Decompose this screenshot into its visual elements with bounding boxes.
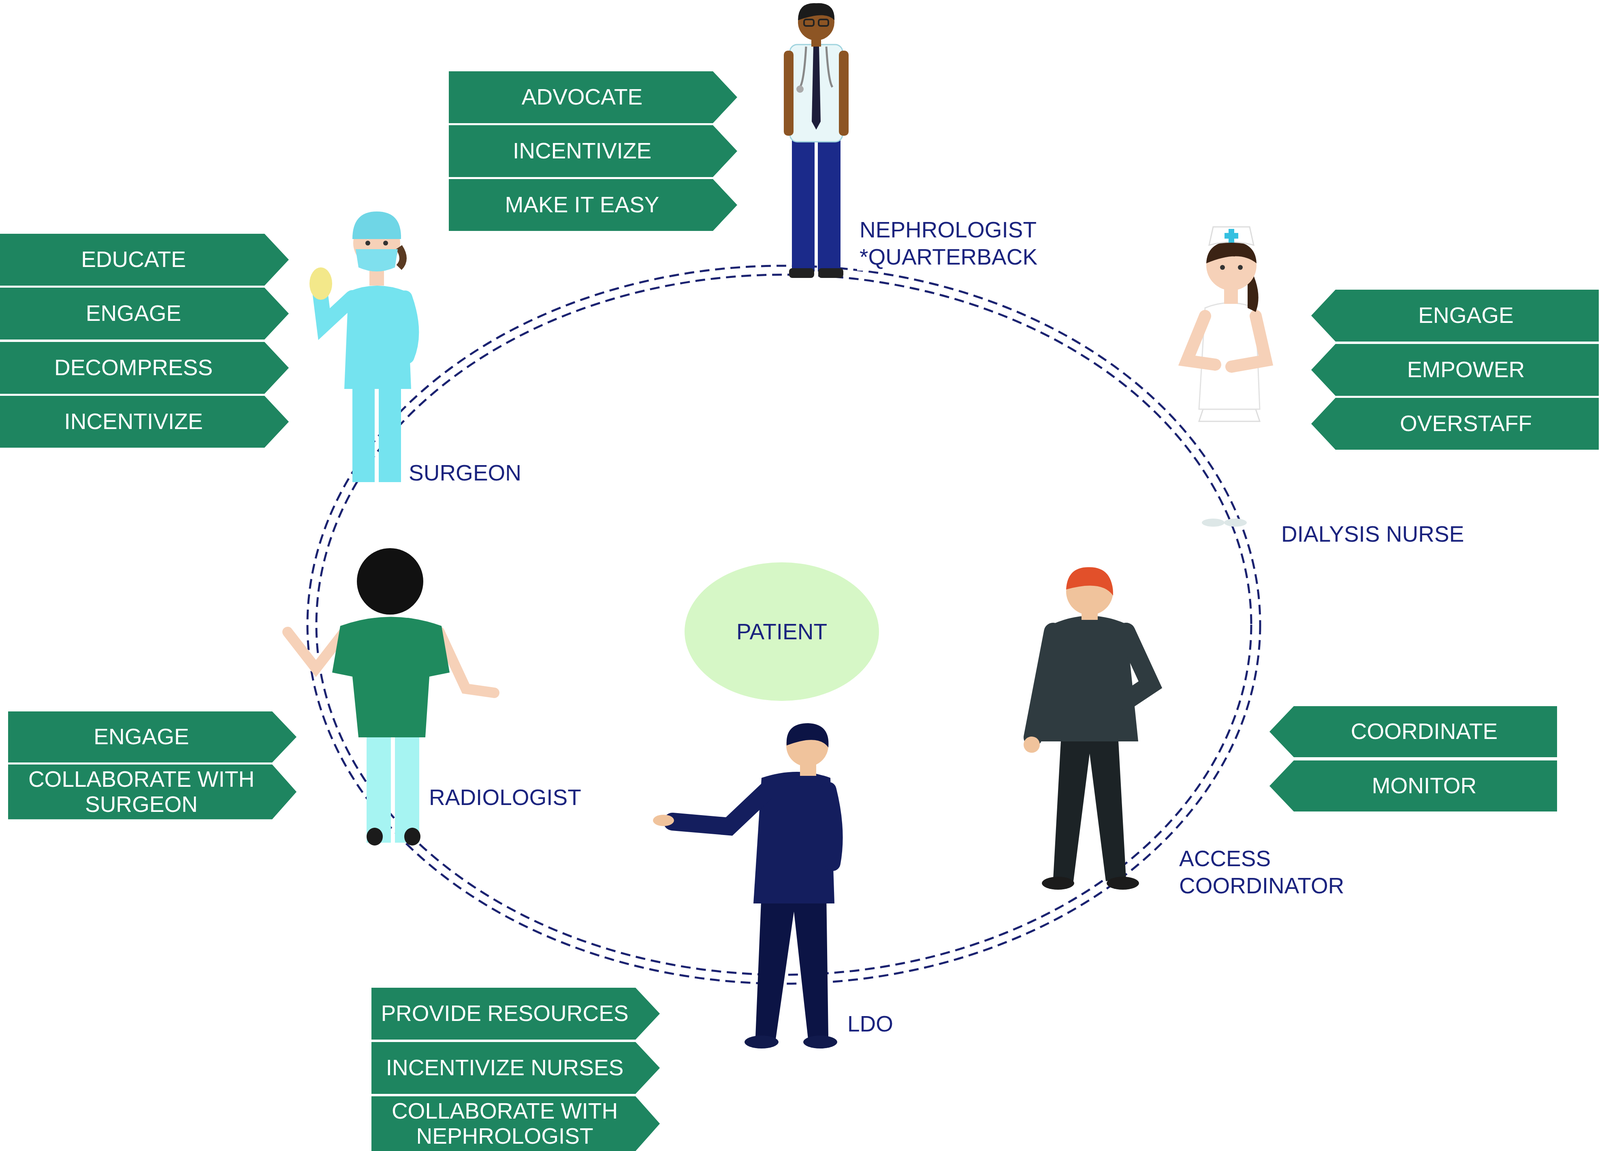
care-circle (307, 265, 1261, 984)
role-label: RADIOLOGIST (426, 783, 584, 811)
action-tag: COORDINATE (1269, 706, 1558, 758)
action-tag: MAKE IT EASY (448, 179, 738, 231)
tag-text: PROVIDE RESOURCES (380, 1000, 629, 1027)
surgeon-figure (309, 211, 412, 483)
tag-text: COLLABORATE WITH NEPHROLOGIST (379, 1098, 630, 1149)
role-label: NEPHROLOGIST *QUARTERBACK (857, 216, 1065, 271)
role-label: DIALYSIS NURSE (1278, 520, 1467, 548)
tag-text: COORDINATE (1350, 718, 1498, 745)
tag-fill (1311, 343, 1599, 396)
tag-text: EMPOWER (1407, 357, 1525, 383)
ldo-figure (652, 723, 838, 1049)
patient-ellipse: PATIENT (684, 562, 879, 701)
tag-fill (448, 179, 738, 231)
tag-text: INCENTIVIZE (64, 409, 203, 435)
tag-fill (8, 711, 297, 763)
tag-text: ENGAGE (93, 724, 189, 750)
tag-fill (371, 1096, 660, 1151)
tag-text: ENGAGE (1418, 302, 1514, 329)
action-tag: INCENTIVIZE (448, 125, 738, 178)
action-tag: ADVOCATE (448, 71, 738, 124)
tag-text: MAKE IT EASY (504, 192, 660, 218)
tag-fill (0, 287, 289, 340)
action-tag: EDUCATE (0, 233, 289, 286)
tag-fill (1311, 289, 1599, 342)
nephrologist-figure (783, 3, 849, 278)
tag-fill (448, 125, 738, 178)
action-tag: ENGAGE (0, 287, 289, 340)
access-coordinator-figure (1023, 567, 1151, 890)
tag-text: ENGAGE (85, 300, 182, 327)
tag-fill (0, 233, 289, 286)
tag-fill (0, 341, 289, 394)
tag-fill (448, 71, 738, 124)
tag-fill (1269, 760, 1558, 812)
action-tag: DECOMPRESS (0, 341, 289, 394)
ellipse-fill (684, 562, 879, 701)
tag-fill (371, 1041, 660, 1094)
tag-text: ADVOCATE (521, 84, 643, 110)
action-tag: INCENTIVIZE NURSES (371, 1041, 660, 1094)
action-tag: ENGAGE (8, 711, 297, 763)
action-tag: COLLABORATE WITH SURGEON (8, 764, 297, 820)
tag-fill (8, 764, 297, 820)
tag-fill (371, 987, 660, 1040)
tag-fill (1269, 706, 1558, 758)
tag-text: EDUCATE (81, 247, 186, 273)
tag-text: COLLABORATE WITH SURGEON (16, 766, 267, 817)
action-tag: ENGAGE (1311, 289, 1599, 342)
tag-text: INCENTIVIZE (512, 138, 652, 164)
action-tag: EMPOWER (1311, 343, 1599, 396)
role-label: SURGEON (406, 459, 524, 487)
tag-fill (1311, 397, 1599, 450)
dialysis-nurse-figure (1186, 226, 1266, 527)
role-label: ACCESS COORDINATOR (1176, 844, 1372, 900)
patient-text: PATIENT (736, 618, 828, 645)
tag-fill (0, 395, 289, 448)
action-tag: MONITOR (1269, 760, 1558, 812)
action-tag: PROVIDE RESOURCES (371, 987, 660, 1040)
tag-text: DECOMPRESS (54, 355, 213, 381)
action-tag: COLLABORATE WITH NEPHROLOGIST (371, 1096, 660, 1151)
action-tag: OVERSTAFF (1311, 397, 1599, 450)
tag-text: INCENTIVIZE NURSES (386, 1055, 624, 1081)
action-tag: INCENTIVIZE (0, 395, 289, 448)
role-label: LDO (844, 1010, 896, 1038)
tag-text: OVERSTAFF (1399, 411, 1532, 437)
tag-text: MONITOR (1371, 773, 1477, 799)
